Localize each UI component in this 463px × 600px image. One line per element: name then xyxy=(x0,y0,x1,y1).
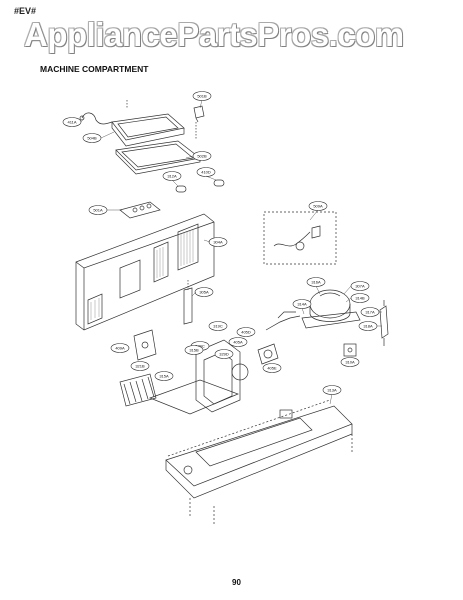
svg-text:310A: 310A xyxy=(345,360,355,365)
callout-304a: 304A xyxy=(208,237,228,247)
svg-text:502B: 502B xyxy=(197,154,207,159)
svg-text:409A: 409A xyxy=(115,346,125,351)
svg-text:501A: 501A xyxy=(93,208,103,213)
callout-307a: 307A xyxy=(350,281,370,291)
callout-501a: 501A xyxy=(88,205,108,215)
svg-text:411A: 411A xyxy=(67,120,76,125)
overload-part xyxy=(257,343,279,365)
svg-text:312A: 312A xyxy=(167,174,177,179)
callout-313a: 313A xyxy=(322,385,342,395)
svg-text:315B: 315B xyxy=(189,348,199,353)
callout-321b: 321B xyxy=(130,361,150,371)
callout-305a: 305A xyxy=(194,287,214,297)
svg-text:329D: 329D xyxy=(219,352,229,357)
refrigerant-tubing xyxy=(265,311,301,331)
callout-405d: 405D xyxy=(236,327,256,337)
small-clip-part xyxy=(193,105,205,123)
condenser-coil-part xyxy=(119,373,157,407)
callout-317a: 317A xyxy=(360,307,380,317)
callout-501b: 501B xyxy=(192,91,212,101)
svg-text:501B: 501B xyxy=(197,94,207,99)
svg-text:304A: 304A xyxy=(213,240,223,245)
callout-502b: 502B xyxy=(192,151,212,161)
callout-314a: 314A xyxy=(292,299,312,309)
pan-dashed-outline xyxy=(167,399,353,524)
page-number: 90 xyxy=(232,578,241,587)
bracket-small-part xyxy=(183,280,193,325)
callout-411a: 411A xyxy=(62,117,82,127)
svg-text:315A: 315A xyxy=(159,374,169,379)
callout-labels: 501B 411A 504B 502B 312A 410D xyxy=(62,91,380,395)
svg-text:307A: 307A xyxy=(355,284,365,289)
callout-504b: 504B xyxy=(82,133,102,143)
svg-text:313A: 313A xyxy=(327,388,337,393)
drain-pan-part xyxy=(165,405,353,499)
callout-405a: 405A xyxy=(228,337,248,347)
panel-vent-slots xyxy=(90,230,194,320)
watermark-logo: AppliancePartsPros.com xyxy=(24,16,404,53)
svg-text:329C: 329C xyxy=(195,344,205,349)
callout-314b: 314B xyxy=(350,293,370,303)
relay-part xyxy=(343,343,357,357)
svg-text:410D: 410D xyxy=(201,170,211,175)
callout-315b: 315B xyxy=(184,345,204,355)
svg-text:405A: 405A xyxy=(233,340,243,345)
rear-panel-part xyxy=(75,213,215,331)
filter-drier-part xyxy=(379,300,389,346)
svg-text:321B: 321B xyxy=(135,364,145,369)
callout-410d: 410D xyxy=(196,167,216,177)
svg-text:314A: 314A xyxy=(297,302,307,307)
cover-assembly-part xyxy=(111,113,185,147)
corner-tag: #EV# xyxy=(14,6,37,16)
callout-310a: 310A xyxy=(340,357,360,367)
callout-319c: 319C xyxy=(208,321,228,331)
svg-text:405D: 405D xyxy=(241,330,251,335)
callout-509a: 509A xyxy=(308,201,328,211)
capsule-parts xyxy=(175,179,225,193)
callout-315a: 315A xyxy=(154,371,174,381)
svg-text:318A: 318A xyxy=(363,324,373,329)
svg-text:317A: 317A xyxy=(365,310,375,315)
svg-text:405E: 405E xyxy=(267,366,277,371)
callout-312a: 312A xyxy=(162,171,182,181)
fan-shroud-part xyxy=(133,329,157,361)
callout-316a: 316A xyxy=(306,277,326,287)
callout-409a: 409A xyxy=(110,343,130,353)
svg-text:305A: 305A xyxy=(199,290,209,295)
callout-405e: 405E xyxy=(262,363,282,373)
callout-318a: 318A xyxy=(358,321,378,331)
wire-harness-part xyxy=(79,112,113,125)
bracket-part xyxy=(119,201,161,219)
svg-text:504B: 504B xyxy=(87,136,97,141)
svg-text:319C: 319C xyxy=(213,324,223,329)
section-title: MACHINE COMPARTMENT xyxy=(40,64,149,74)
svg-text:314B: 314B xyxy=(355,296,365,301)
callout-329d: 329D xyxy=(214,349,234,359)
svg-text:316A: 316A xyxy=(311,280,321,285)
power-cord-inset xyxy=(263,211,337,265)
leader-lines xyxy=(80,99,382,405)
compressor-part xyxy=(301,289,361,329)
svg-text:509A: 509A xyxy=(313,204,323,209)
